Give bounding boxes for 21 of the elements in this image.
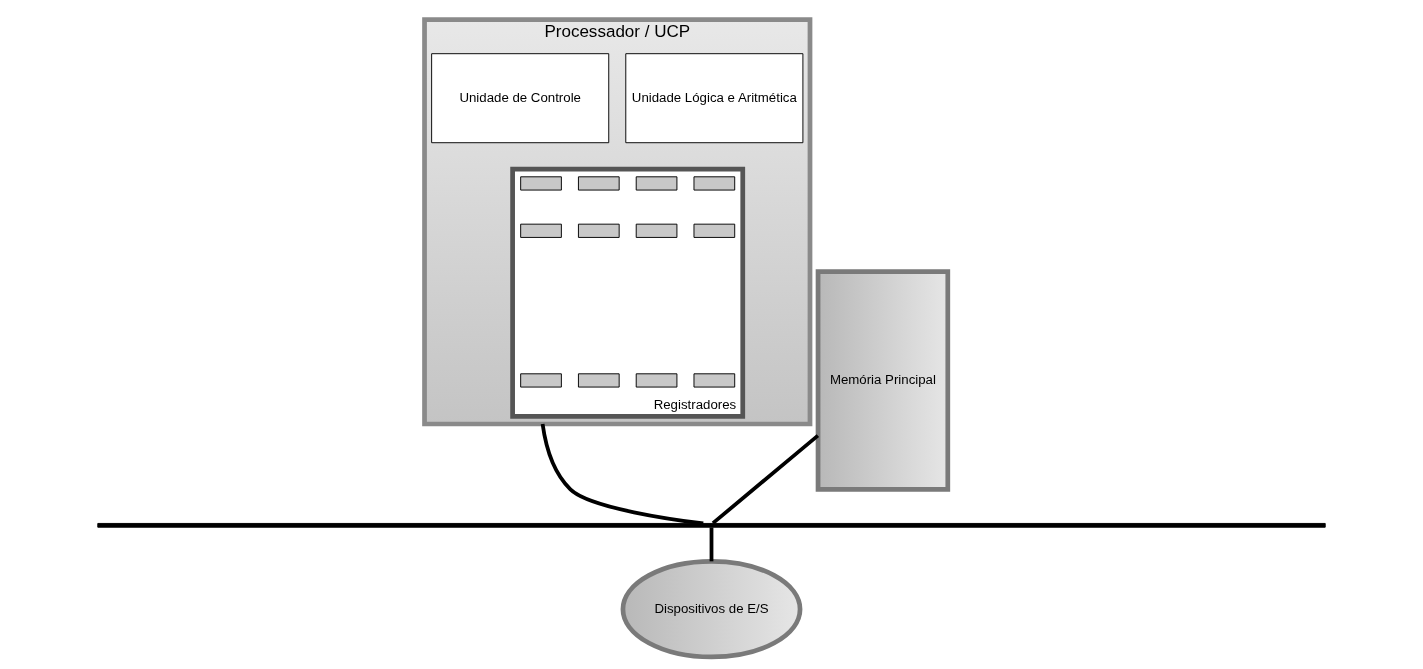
connector <box>540 423 704 526</box>
node-box <box>693 223 736 238</box>
connector <box>709 527 714 562</box>
node-box <box>577 176 620 191</box>
node-bar <box>97 522 1326 528</box>
node-box <box>520 223 562 238</box>
node-box <box>635 223 678 238</box>
connector <box>711 434 820 525</box>
cluster: Registradores <box>510 166 746 419</box>
node-box: Unidade Lógica e Aritmética <box>625 53 804 144</box>
node-box <box>520 373 562 388</box>
node-box: Memória Principal <box>815 269 951 492</box>
node-box <box>635 373 678 388</box>
node-ellipse: Dispositivos de E/S <box>620 558 803 660</box>
node-box <box>577 373 620 388</box>
node-box <box>693 373 736 388</box>
node-box <box>635 176 678 191</box>
node-box <box>520 176 562 191</box>
node-box <box>693 176 736 191</box>
node-box <box>577 223 620 238</box>
node-box: Unidade de Controle <box>431 53 610 144</box>
